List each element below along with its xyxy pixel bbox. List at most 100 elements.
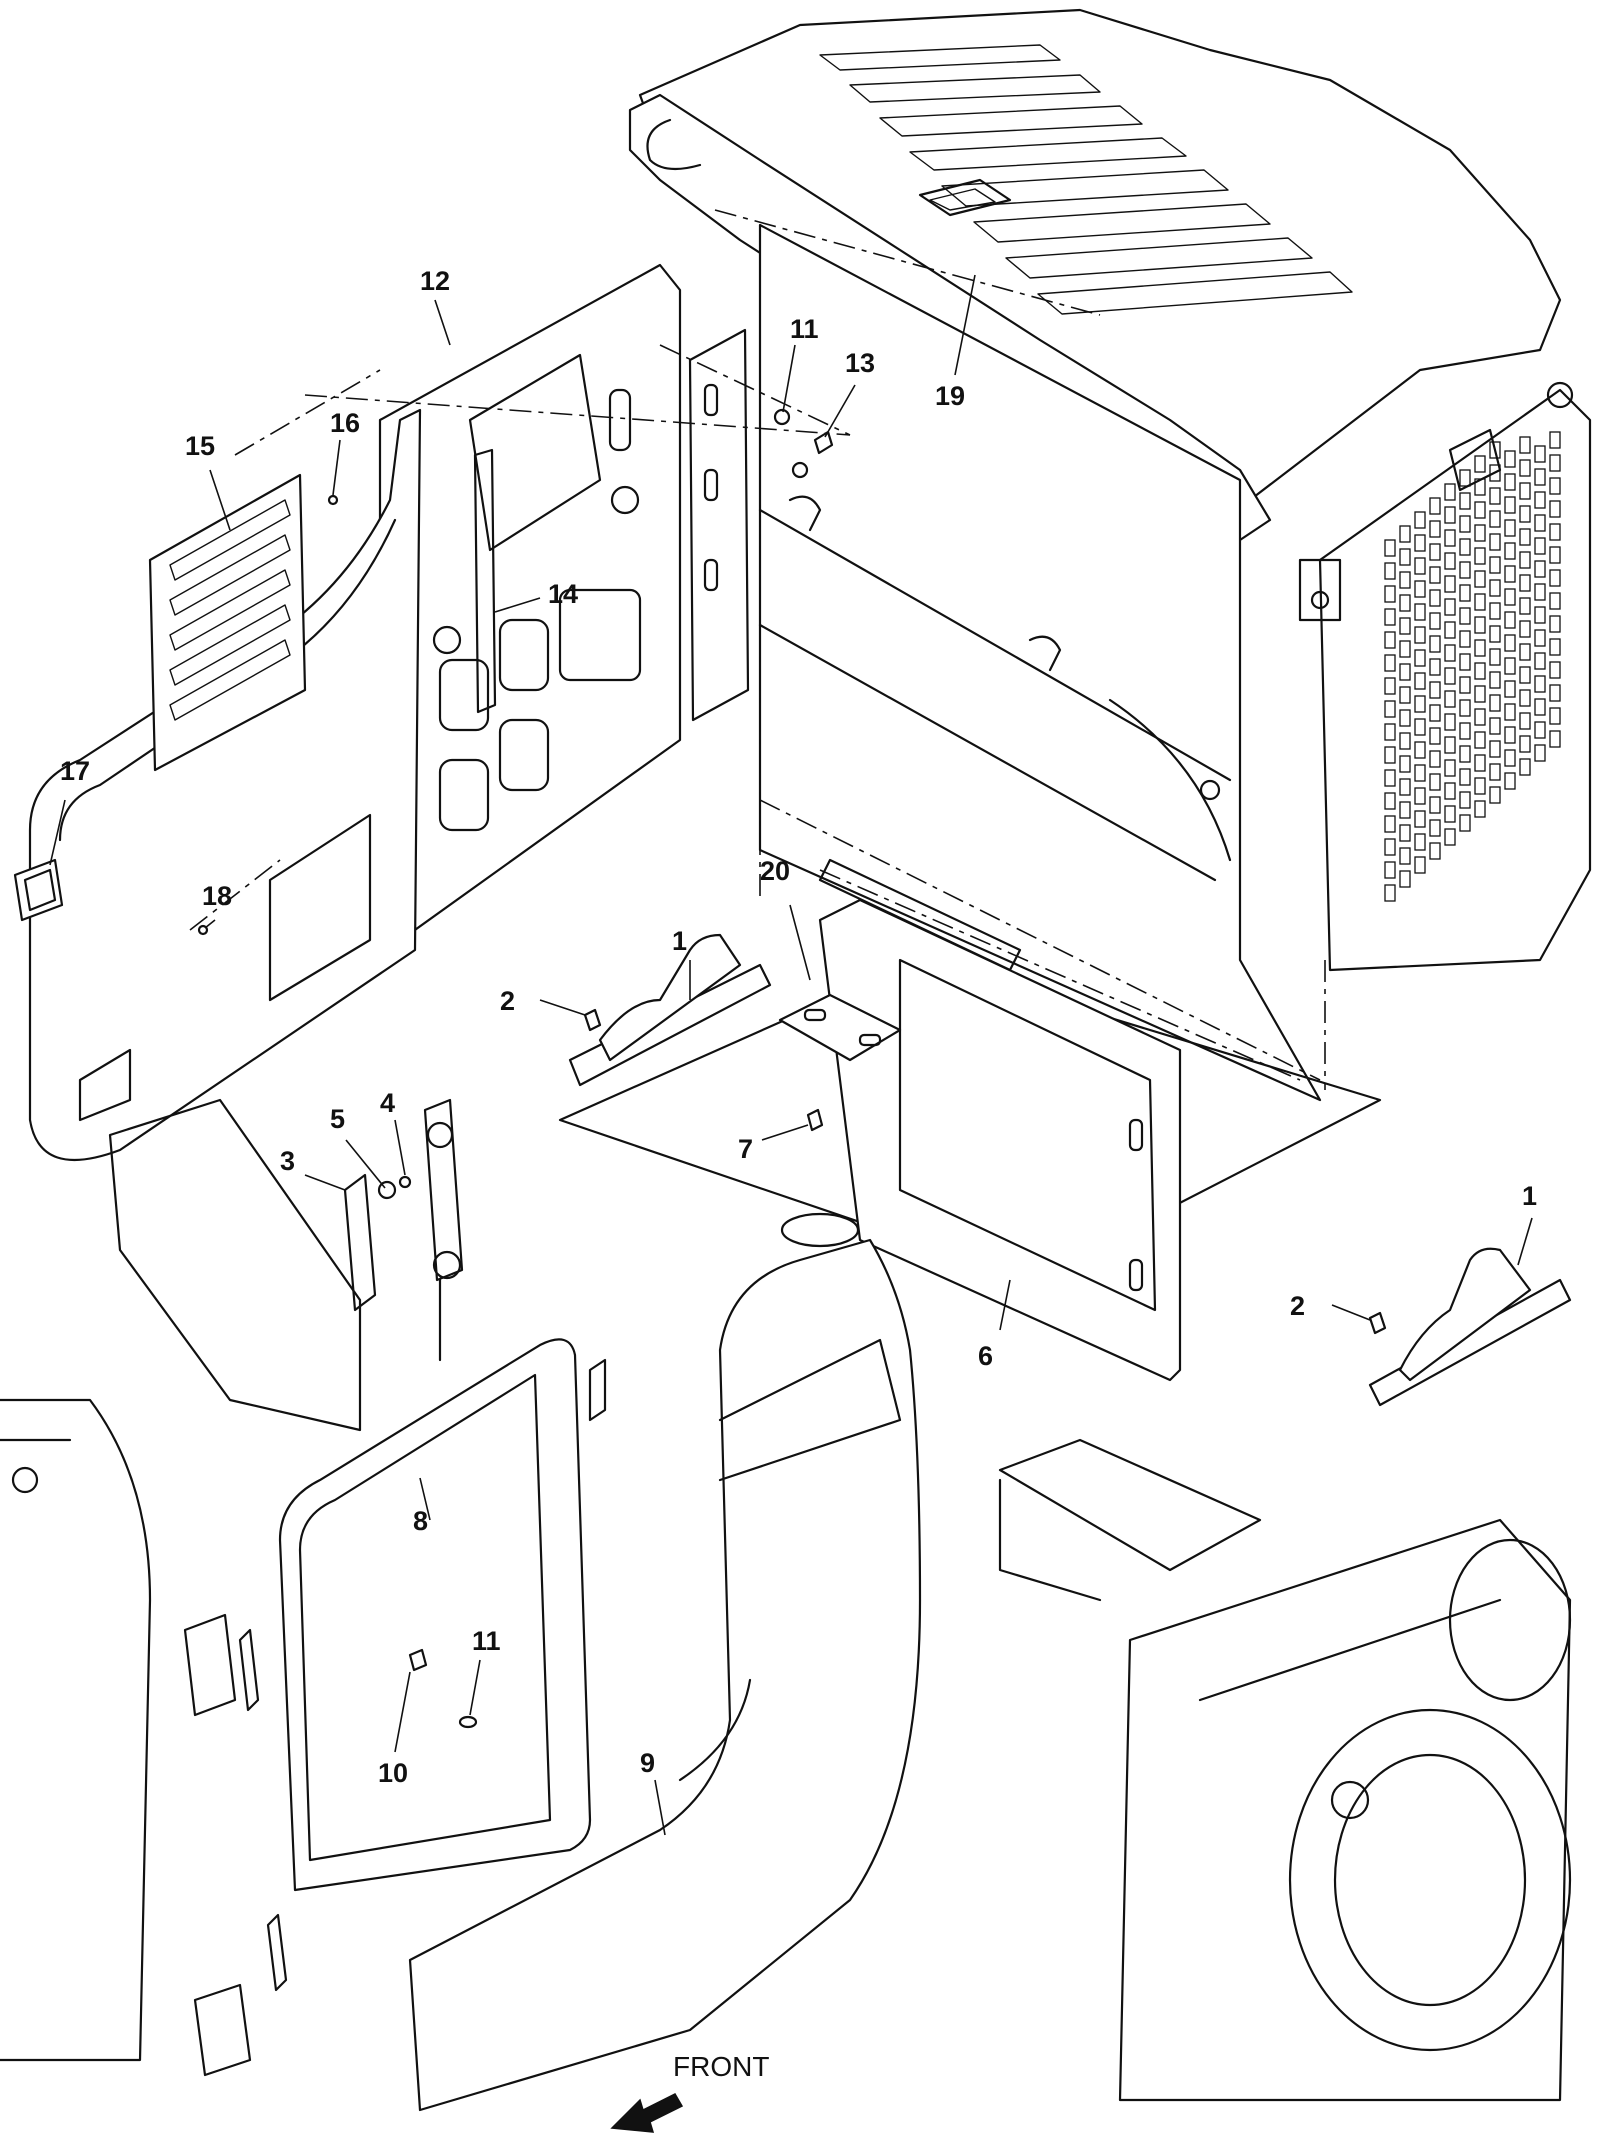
grille-cell xyxy=(1384,631,1396,649)
grille-cell xyxy=(1489,510,1501,528)
grille-cell xyxy=(1519,459,1531,477)
hinge-bracket xyxy=(688,328,750,722)
grille-cell xyxy=(1429,566,1441,584)
grille-mesh xyxy=(1384,431,1561,902)
grille-cell xyxy=(1504,634,1516,652)
hinge-lower xyxy=(193,1913,288,2077)
left-fender xyxy=(0,1098,362,2062)
callout-20: 20 xyxy=(760,856,790,886)
grille-cell xyxy=(1504,565,1516,583)
grille-cell xyxy=(1534,537,1546,555)
louver-grille-15 xyxy=(148,473,307,772)
bracket-1-left xyxy=(568,933,772,1087)
grille-cell xyxy=(1519,643,1531,661)
grille-cell xyxy=(1414,511,1426,529)
grille-cell xyxy=(1444,621,1456,639)
callout-12: 12 xyxy=(420,266,450,296)
callout-7: 7 xyxy=(738,1134,753,1164)
grille-cell xyxy=(1534,468,1546,486)
grille-cell xyxy=(1384,884,1396,902)
washer-5 xyxy=(377,1175,412,1200)
callout-4: 4 xyxy=(380,1088,395,1118)
grille-cell xyxy=(1549,431,1561,449)
front-arrow-icon xyxy=(610,2093,684,2133)
grille-cell xyxy=(1384,838,1396,856)
grille-cell xyxy=(1414,626,1426,644)
grille-cell xyxy=(1399,824,1411,842)
grille-cell xyxy=(1459,492,1471,510)
grille-cell xyxy=(1474,708,1486,726)
grille-cell xyxy=(1414,787,1426,805)
grille-cell xyxy=(1414,810,1426,828)
grille-cell xyxy=(1504,519,1516,537)
grille-cell xyxy=(1444,782,1456,800)
grille-cell xyxy=(1519,482,1531,500)
bolt-13 xyxy=(813,430,834,455)
grille-cell xyxy=(1549,569,1561,587)
grille-cell xyxy=(1489,740,1501,758)
grille-cell xyxy=(1459,538,1471,556)
grille-cell xyxy=(1474,547,1486,565)
grille-cell xyxy=(1444,759,1456,777)
bolt-2-left xyxy=(583,1008,602,1032)
grille-cell xyxy=(1534,583,1546,601)
grille-cell xyxy=(1444,506,1456,524)
grille-cell xyxy=(1504,680,1516,698)
leader-lines xyxy=(49,274,1533,1836)
grille-cell xyxy=(1444,805,1456,823)
grille-cell xyxy=(1429,796,1441,814)
grille-cell xyxy=(1504,726,1516,744)
grille-cell xyxy=(1429,704,1441,722)
grille-cell xyxy=(1474,662,1486,680)
grille-cell xyxy=(1459,469,1471,487)
grille-cell xyxy=(1534,652,1546,670)
grille-cell xyxy=(1489,579,1501,597)
grille-cell xyxy=(1459,561,1471,579)
grille-cell xyxy=(1534,629,1546,647)
grille-cell xyxy=(1549,661,1561,679)
side-door-panel xyxy=(28,263,682,1162)
door-frame-8 xyxy=(278,1338,607,1892)
grille-cell xyxy=(1489,648,1501,666)
bracket-20 xyxy=(778,993,902,1062)
rod-assembly-4 xyxy=(423,1098,464,1362)
callout-1-left: 1 xyxy=(672,926,687,956)
grille-cell xyxy=(1414,603,1426,621)
callout-9: 9 xyxy=(640,1748,655,1778)
screw-18 xyxy=(197,924,209,936)
grille-cell xyxy=(1474,800,1486,818)
grille-cell xyxy=(1399,870,1411,888)
grille-cell xyxy=(1429,520,1441,538)
grille-cell xyxy=(1384,723,1396,741)
grille-cell xyxy=(1489,487,1501,505)
grille-cell xyxy=(1399,755,1411,773)
grille-cell xyxy=(1459,515,1471,533)
hinge-upper xyxy=(183,1613,260,1717)
grille-cell xyxy=(1549,730,1561,748)
grille-cell xyxy=(1444,713,1456,731)
grille-cell xyxy=(1414,718,1426,736)
grille-cell xyxy=(1384,654,1396,672)
grille-cell xyxy=(1504,450,1516,468)
grille-cell xyxy=(1519,689,1531,707)
grille-cell xyxy=(1399,640,1411,658)
grille-cell xyxy=(1474,777,1486,795)
callout-labels: 12 15 16 14 17 18 1 2 20 3 5 4 7 6 1 2 8… xyxy=(60,266,1537,1788)
engine-compartment xyxy=(758,223,1480,1102)
grille-cell xyxy=(1444,529,1456,547)
side-grille-panel xyxy=(1298,381,1592,972)
grille-cell xyxy=(1474,639,1486,657)
grille-cell xyxy=(1549,523,1561,541)
grille-cell xyxy=(1429,543,1441,561)
grille-cell xyxy=(1504,703,1516,721)
grille-cell xyxy=(1414,649,1426,667)
grille-cell xyxy=(1459,791,1471,809)
grille-cell xyxy=(1504,772,1516,790)
grille-cell xyxy=(1414,534,1426,552)
grille-cell xyxy=(1459,768,1471,786)
callout-2-right: 2 xyxy=(1290,1291,1305,1321)
grille-cell xyxy=(1414,672,1426,690)
grille-cell xyxy=(1429,497,1441,515)
callout-11-upper: 11 xyxy=(790,314,819,344)
